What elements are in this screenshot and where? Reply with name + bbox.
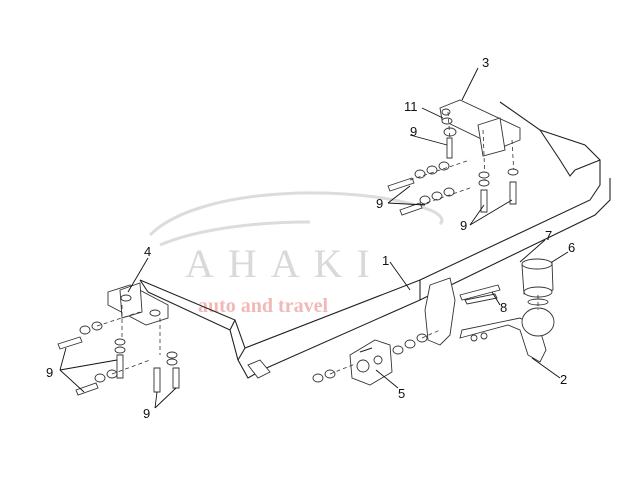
car-silhouette-icon: [148, 191, 444, 247]
label-part-7: 7: [545, 228, 552, 243]
main-crossbar: [139, 101, 611, 379]
label-part-5: 5: [398, 386, 405, 401]
part-labels: 3 11 9 9 9 4 1 7 6 8 2 5 9 9: [46, 55, 575, 421]
label-part-9-d: 9: [46, 365, 53, 380]
tow-ball-assembly: [459, 258, 555, 363]
watermark-tagline: auto and travel: [198, 295, 328, 317]
label-part-9-b: 9: [376, 196, 383, 211]
watermark: AHAKI auto and travel: [148, 191, 444, 317]
hardware-washers: [312, 329, 441, 383]
label-part-2: 2: [560, 372, 567, 387]
right-bracket-assembly: [387, 99, 521, 216]
label-part-4: 4: [144, 244, 151, 259]
label-part-6: 6: [568, 240, 575, 255]
label-part-3: 3: [482, 55, 489, 70]
label-part-9-e: 9: [143, 406, 150, 421]
label-part-1: 1: [382, 253, 389, 268]
left-bracket-assembly: [57, 282, 180, 396]
label-part-11: 11: [404, 99, 418, 114]
leader-lines: [59, 67, 569, 409]
watermark-brand: AHAKI: [185, 241, 384, 286]
label-part-9-c: 9: [460, 218, 467, 233]
hitch-bracket: [349, 277, 456, 386]
label-part-9-a: 9: [410, 124, 417, 139]
label-part-8: 8: [500, 300, 507, 315]
main-bolts: [459, 284, 501, 305]
